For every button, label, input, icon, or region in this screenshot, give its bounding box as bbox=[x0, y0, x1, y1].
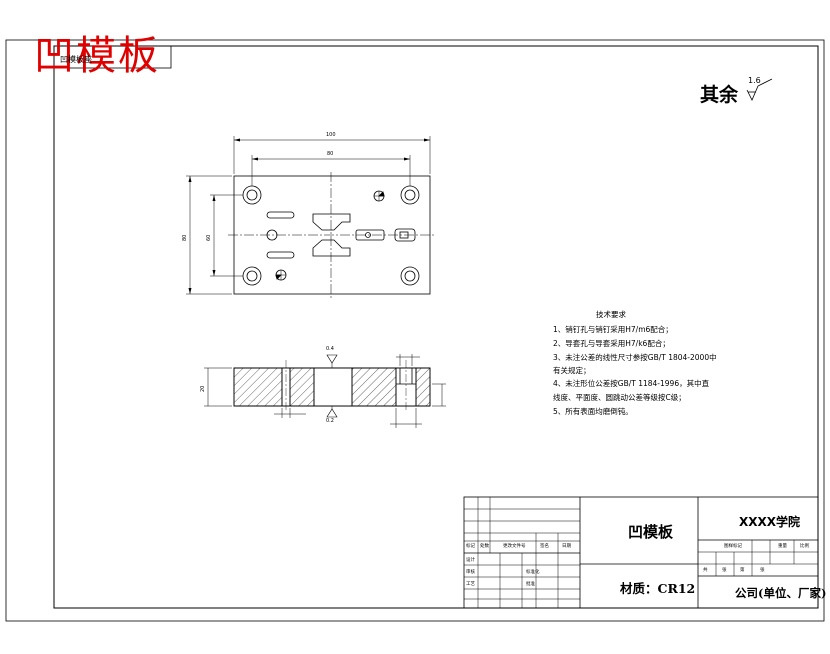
tb-label: 标准化 bbox=[526, 570, 540, 575]
tb-label: 图样标记 bbox=[724, 544, 742, 549]
tb-label: 重量 bbox=[778, 544, 787, 549]
tb-label: 日期 bbox=[562, 544, 571, 549]
tb-label: 张 bbox=[760, 568, 765, 573]
tech-req-item: 1、销钉孔与销钉采用H7/m6配合； bbox=[553, 325, 673, 334]
title-block-part-name: 凹模板 bbox=[628, 523, 674, 541]
tech-req-item: 2、导套孔与导套采用H7/k6配合； bbox=[553, 339, 670, 348]
section-view bbox=[204, 354, 446, 428]
inner-border bbox=[53, 45, 819, 609]
roughness-value: 1.6 bbox=[748, 76, 761, 85]
dim-hole-spacing-y: 60 bbox=[206, 234, 212, 241]
dim-thickness: 20 bbox=[200, 385, 206, 392]
tb-label: 共 bbox=[703, 568, 708, 573]
tech-req-title: 技术要求 bbox=[596, 310, 626, 319]
outer-border bbox=[5, 39, 825, 622]
plan-view bbox=[186, 136, 436, 298]
tech-req-item: 线度、平面度、圆跳动公差等级按C级； bbox=[553, 393, 686, 402]
roughness-symbol bbox=[746, 78, 773, 101]
tb-label: 更改文件号 bbox=[503, 544, 526, 549]
tb-label: 张 bbox=[722, 568, 727, 573]
dim-overall-width: 80 bbox=[182, 234, 188, 241]
dimension-arrows bbox=[188, 138, 430, 294]
tb-label: 工艺 bbox=[466, 582, 475, 587]
top-left-box bbox=[53, 45, 172, 69]
dim-hole-spacing-x: 80 bbox=[327, 151, 334, 157]
tb-label: 设计 bbox=[466, 558, 475, 563]
title-block-material: 材质：CR12 bbox=[620, 581, 696, 596]
roughness-label: 其余 bbox=[700, 84, 739, 106]
tb-label: 签名 bbox=[540, 544, 549, 549]
top-box-label: 凹模板座 bbox=[60, 55, 92, 64]
tech-req-item: 有关规定； bbox=[553, 366, 591, 375]
tech-req-item: 3、未注公差的线性尺寸参按GB/T 1804-2000中 bbox=[553, 353, 717, 362]
tb-label: 标记 bbox=[466, 544, 475, 549]
tb-label: 批准 bbox=[526, 582, 535, 587]
title-block-company: 公司(单位、厂家) bbox=[735, 586, 827, 600]
tech-req-item: 5、所有表面均磨倒钝。 bbox=[553, 407, 633, 416]
tol-parallel: 0.2 bbox=[326, 418, 334, 424]
dim-overall-length: 100 bbox=[326, 132, 336, 138]
drawing-title-stamp: 凹模板 bbox=[34, 33, 160, 79]
tb-label: 第 bbox=[740, 568, 745, 573]
tol-flatness: 0.4 bbox=[326, 346, 334, 352]
tb-label: 比例 bbox=[800, 544, 809, 549]
tech-req-item: 4、未注形位公差按GB/T 1184-1996，其中直 bbox=[553, 379, 710, 388]
title-block bbox=[463, 496, 819, 609]
tb-label: 处数 bbox=[480, 544, 489, 549]
tb-label: 审核 bbox=[466, 570, 475, 575]
title-block-school: XXXX学院 bbox=[739, 515, 801, 529]
